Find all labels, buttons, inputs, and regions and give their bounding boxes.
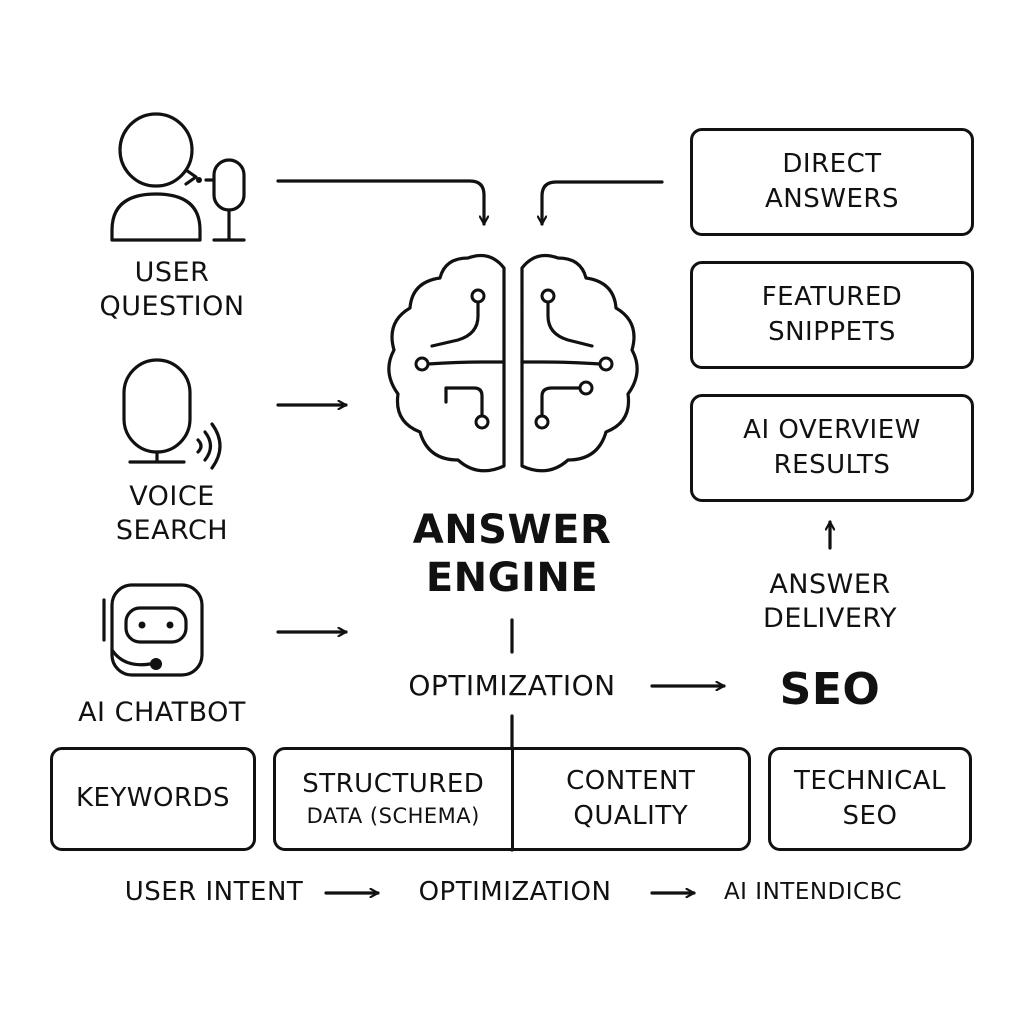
user-question-label: USER QUESTION [99,257,245,322]
pillar-divider [510,750,514,848]
robot-icon [102,583,204,677]
pillar-structured-content: STRUCTURED DATA (SCHEMA) CONTENT QUALITY [273,747,751,851]
answer-delivery-label: ANSWER DELIVERY [763,569,897,634]
microphone-icon [122,358,222,470]
pillar-technical-seo: TECHNICAL SEO [768,747,972,851]
user-speaking-icon [110,112,246,242]
seo-label: SEO [779,664,881,715]
pillar-keywords: KEYWORDS [50,747,256,851]
pillar-structured-data: STRUCTURED DATA (SCHEMA) [302,769,485,829]
footer-ai-intendicbc: AI INTENDICBC [723,879,903,905]
footer-user-intent: USER INTENT [124,877,304,907]
optimization-label: OPTIMIZATION [408,669,616,702]
pillar-content-quality: CONTENT QUALITY [566,765,696,831]
footer-optimization: OPTIMIZATION [418,877,612,907]
brain-circuit-icon [387,254,639,473]
output-ai-overview: AI OVERVIEW RESULTS [690,394,974,502]
output-direct-answers: DIRECT ANSWERS [690,128,974,236]
answer-engine-title: ANSWER ENGINE [412,507,612,601]
voice-search-label: VOICE SEARCH [115,481,229,546]
ai-chatbot-label: AI CHATBOT [78,697,246,728]
output-featured-snippets: FEATURED SNIPPETS [690,261,974,369]
